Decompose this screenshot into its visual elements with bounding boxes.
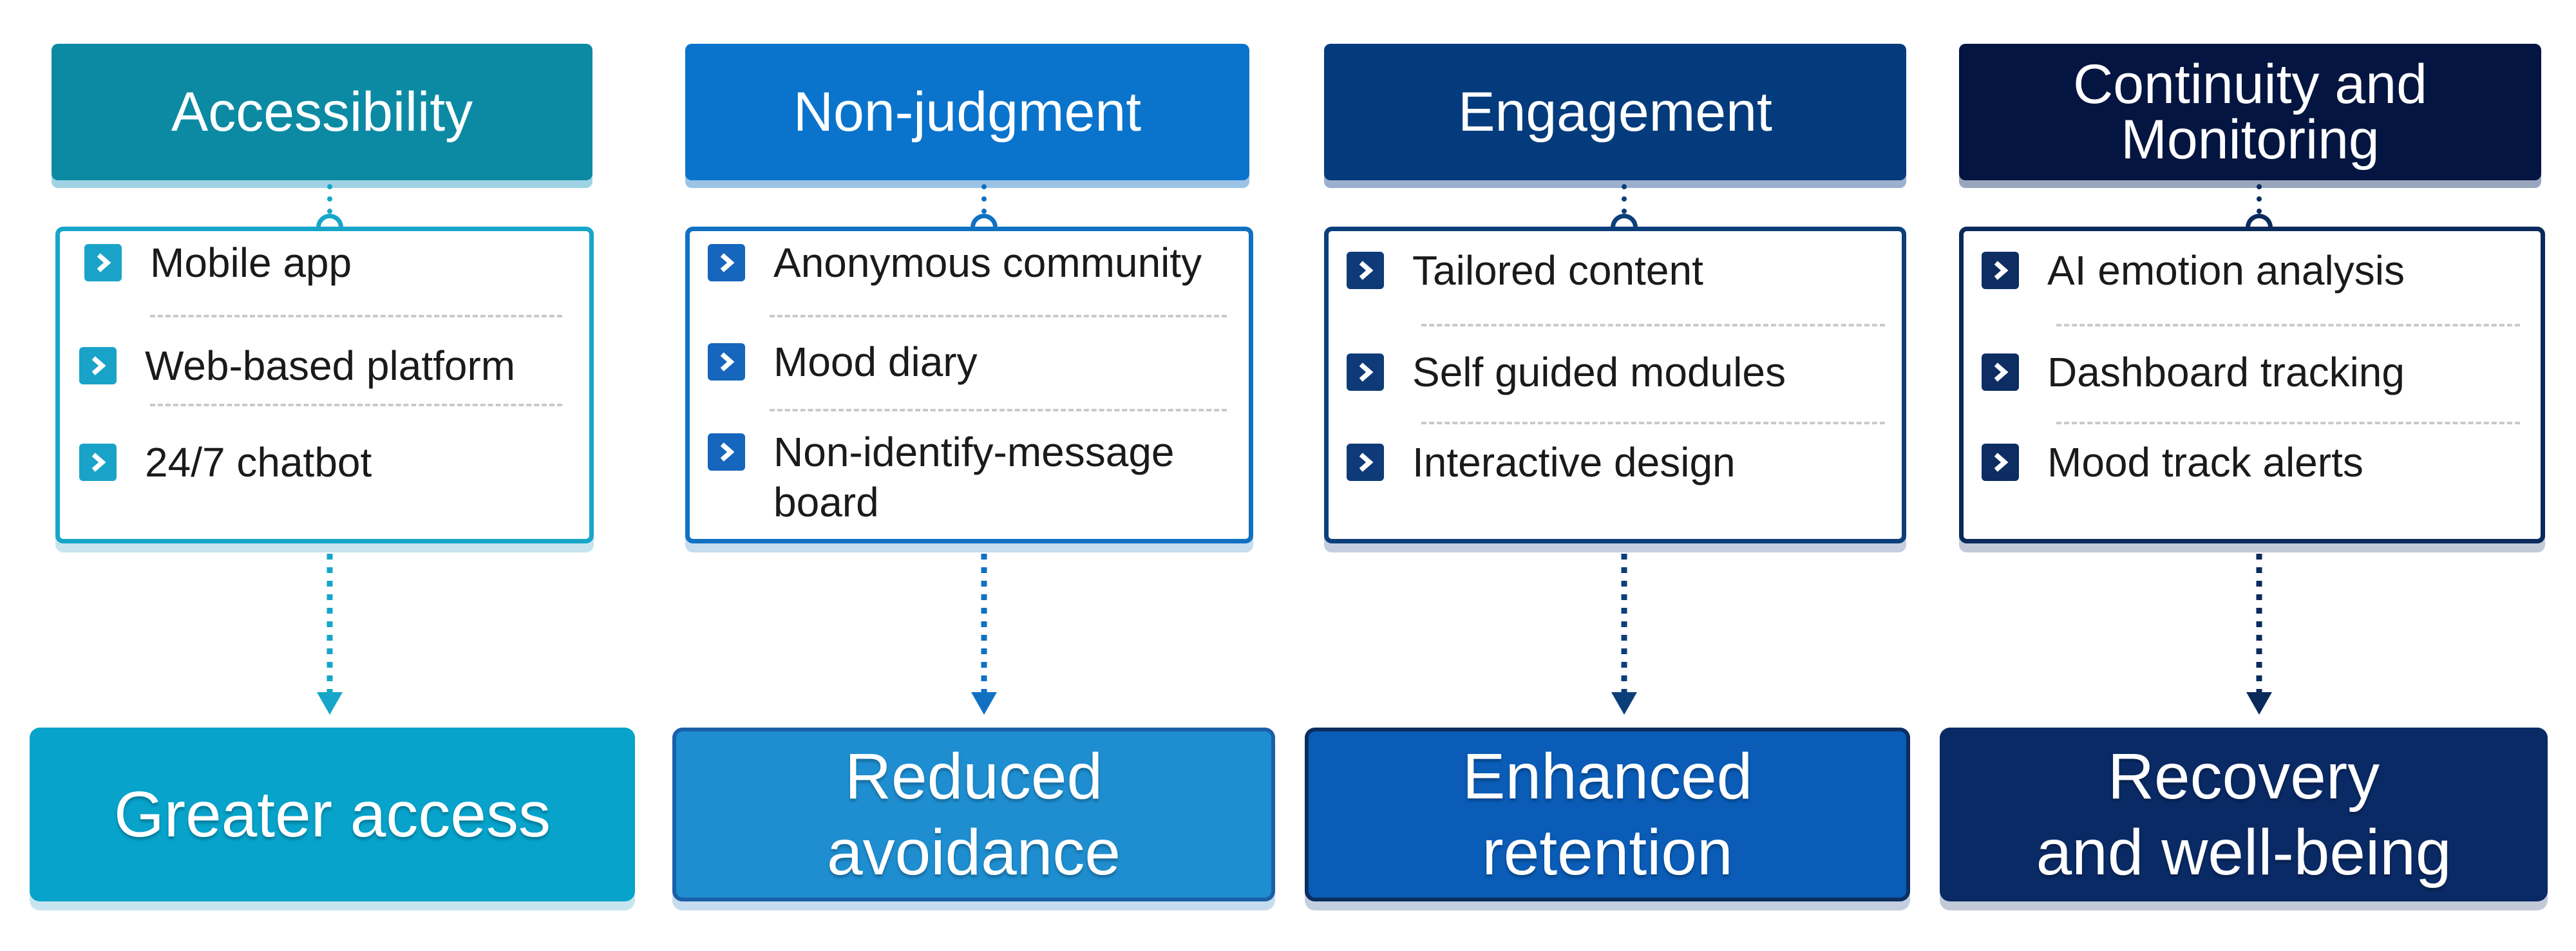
item-label: Interactive design xyxy=(1412,439,1736,485)
features-panel-accessibility: Mobile app Web-based platform 24/7 chatb… xyxy=(55,227,594,543)
outcome-greater-access: Greater access xyxy=(30,728,635,901)
header-accessibility: Accessibility xyxy=(52,44,592,180)
item-label: Mood diary xyxy=(773,339,978,385)
chevron-right-icon xyxy=(708,433,745,471)
divider xyxy=(150,404,562,406)
dotted-arrow-down-icon xyxy=(317,554,343,715)
list-item: Mobile app xyxy=(84,238,352,288)
dotted-arrow-down-icon xyxy=(971,554,997,715)
list-item: Web-based platform xyxy=(79,341,515,391)
connector-top xyxy=(2257,184,2262,214)
column-engagement: Engagement Tailored content Self guided … xyxy=(1288,0,1932,951)
item-label: Web-based platform xyxy=(145,343,516,389)
chevron-right-icon xyxy=(1982,353,2019,391)
item-label: 24/7 chatbot xyxy=(145,439,372,485)
header-continuity-monitoring: Continuity and Monitoring xyxy=(1959,44,2541,180)
chevron-right-icon xyxy=(1347,444,1384,481)
item-label: Mood track alerts xyxy=(2047,439,2363,485)
column-continuity-monitoring: Continuity and Monitoring AI emotion ana… xyxy=(1932,0,2576,951)
features-panel-continuity-monitoring: AI emotion analysis Dashboard tracking M… xyxy=(1959,227,2545,543)
item-label: Anonymous community xyxy=(773,240,1202,286)
features-panel-non-judgment: Anonymous community Mood diary Non-ident… xyxy=(685,227,1253,543)
connector-top xyxy=(1622,184,1627,214)
header-non-judgment: Non-judgment xyxy=(685,44,1249,180)
connector-top xyxy=(327,184,332,214)
item-label: Mobile app xyxy=(150,240,352,286)
connector-top xyxy=(981,184,987,214)
outcome-recovery-well-being: Recovery and well-being xyxy=(1940,728,2548,901)
list-item: Interactive design xyxy=(1347,437,1736,487)
list-item: Anonymous community xyxy=(708,238,1202,288)
divider xyxy=(770,315,1227,317)
list-item: Non-identify-message board xyxy=(708,427,1236,527)
list-item: Dashboard tracking xyxy=(1982,347,2405,397)
column-non-judgment: Non-judgment Anonymous community Mood di… xyxy=(644,0,1288,951)
divider xyxy=(2056,422,2520,424)
list-item: Tailored content xyxy=(1347,245,1703,296)
chevron-right-icon xyxy=(1982,252,2019,289)
list-item: Mood track alerts xyxy=(1982,437,2363,487)
header-engagement: Engagement xyxy=(1324,44,1906,180)
list-item: 24/7 chatbot xyxy=(79,437,372,487)
list-item: AI emotion analysis xyxy=(1982,245,2405,296)
list-item: Mood diary xyxy=(708,337,978,387)
features-panel-engagement: Tailored content Self guided modules Int… xyxy=(1324,227,1906,543)
outcome-enhanced-retention: Enhanced retention xyxy=(1305,728,1910,901)
column-accessibility: Accessibility Mobile app Web-based platf… xyxy=(0,0,644,951)
item-label: Self guided modules xyxy=(1412,349,1786,395)
dotted-arrow-down-icon xyxy=(2246,554,2272,715)
item-label: AI emotion analysis xyxy=(2047,247,2405,294)
item-label: Non-identify-message board xyxy=(773,429,1175,525)
chevron-right-icon xyxy=(79,347,117,384)
divider xyxy=(150,315,562,317)
dotted-arrow-down-icon xyxy=(1611,554,1637,715)
chevron-right-icon xyxy=(1347,353,1384,391)
list-item: Self guided modules xyxy=(1347,347,1786,397)
chevron-right-icon xyxy=(708,343,745,381)
chevron-right-icon xyxy=(1347,252,1384,289)
divider xyxy=(1421,422,1885,424)
chevron-right-icon xyxy=(708,244,745,281)
item-label: Tailored content xyxy=(1412,247,1703,294)
chevron-right-icon xyxy=(84,244,122,281)
outcome-reduced-avoidance: Reduced avoidance xyxy=(672,728,1275,901)
chevron-right-icon xyxy=(79,444,117,481)
divider xyxy=(770,409,1227,411)
divider xyxy=(1421,324,1885,326)
chevron-right-icon xyxy=(1982,444,2019,481)
item-label: Dashboard tracking xyxy=(2047,349,2405,395)
divider xyxy=(2056,324,2520,326)
